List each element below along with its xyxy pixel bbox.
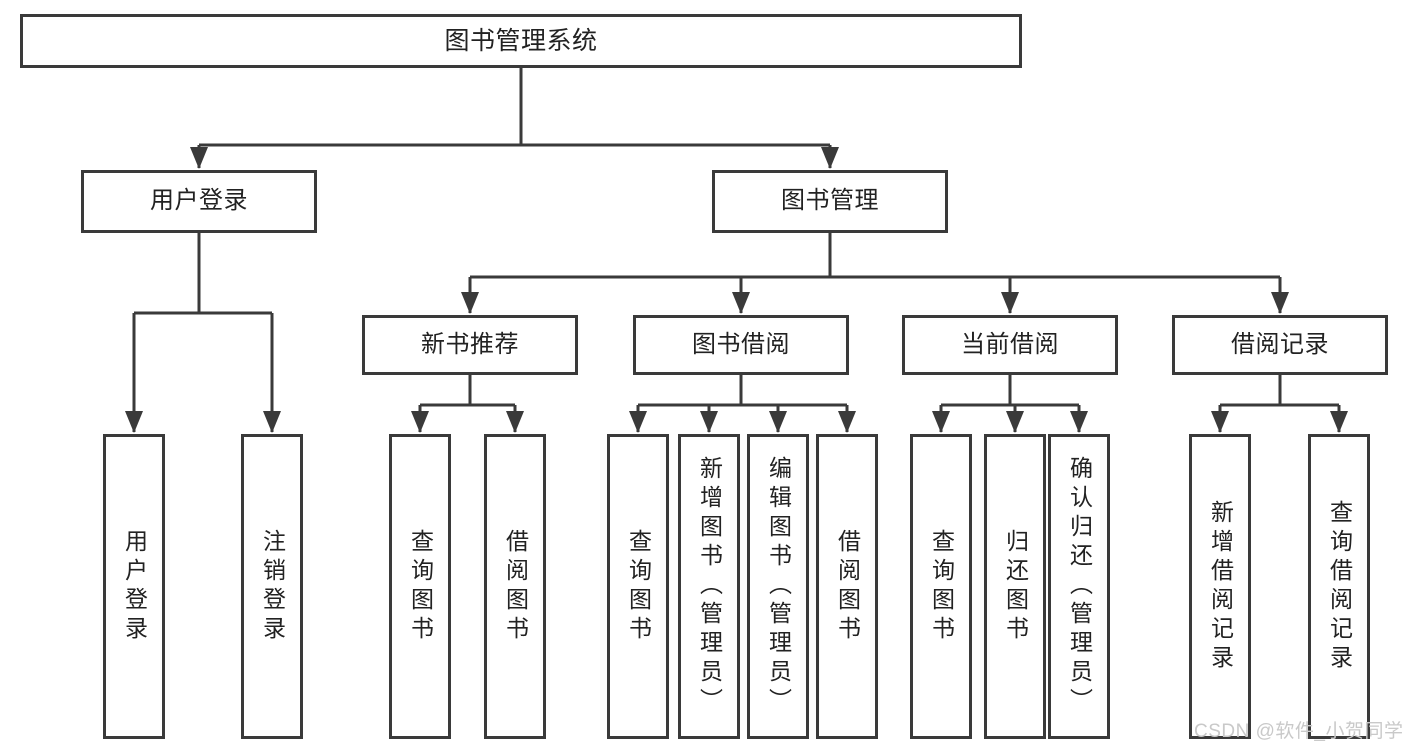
node-leaf-borrow-book-1[interactable]: 借阅图书	[484, 434, 546, 739]
node-current-borrow[interactable]: 当前借阅	[902, 315, 1118, 375]
node-label: 新增借阅记录	[1207, 499, 1234, 674]
node-leaf-return-book[interactable]: 归还图书	[984, 434, 1046, 739]
csdn-watermark: CSDN @软件_小贺同学	[1194, 721, 1404, 742]
node-leaf-query-book-1[interactable]: 查询图书	[389, 434, 451, 739]
node-label: 查询图书	[625, 528, 652, 645]
node-label: 注销登录	[259, 528, 286, 645]
node-label: 借阅图书	[502, 528, 529, 645]
node-book-management[interactable]: 图书管理	[712, 170, 948, 233]
node-leaf-user-login[interactable]: 用户登录	[103, 434, 165, 739]
node-label: 图书管理	[781, 187, 879, 215]
node-leaf-query-book-2[interactable]: 查询图书	[607, 434, 669, 739]
node-label: 当前借阅	[961, 330, 1059, 358]
node-user-login[interactable]: 用户登录	[81, 170, 317, 233]
node-label: 图书管理系统	[444, 27, 598, 55]
node-label: 借阅记录	[1231, 330, 1329, 358]
node-label: 编辑图书（管理员）	[765, 456, 792, 717]
node-label: 用户登录	[150, 187, 248, 215]
node-leaf-query-borrow-record[interactable]: 查询借阅记录	[1308, 434, 1370, 739]
node-leaf-edit-book-admin[interactable]: 编辑图书（管理员）	[747, 434, 809, 739]
node-book-borrow[interactable]: 图书借阅	[633, 315, 849, 375]
node-new-book-recommend[interactable]: 新书推荐	[362, 315, 578, 375]
node-leaf-borrow-book-2[interactable]: 借阅图书	[816, 434, 878, 739]
node-book-management-system[interactable]: 图书管理系统	[20, 14, 1022, 68]
node-label: 用户登录	[121, 528, 148, 645]
node-leaf-add-borrow-record[interactable]: 新增借阅记录	[1189, 434, 1251, 739]
node-leaf-confirm-return-admin[interactable]: 确认归还（管理员）	[1048, 434, 1110, 739]
node-leaf-user-logout[interactable]: 注销登录	[241, 434, 303, 739]
node-label: 查询图书	[407, 528, 434, 645]
node-borrow-record[interactable]: 借阅记录	[1172, 315, 1388, 375]
node-label: 查询图书	[928, 528, 955, 645]
node-label: 查询借阅记录	[1326, 499, 1353, 674]
node-leaf-add-book-admin[interactable]: 新增图书（管理员）	[678, 434, 740, 739]
node-label: 借阅图书	[834, 528, 861, 645]
node-leaf-query-book-3[interactable]: 查询图书	[910, 434, 972, 739]
node-label: 图书借阅	[692, 330, 790, 358]
node-label: 归还图书	[1002, 528, 1029, 645]
node-label: 新书推荐	[421, 330, 519, 358]
node-label: 确认归还（管理员）	[1066, 456, 1093, 717]
node-label: 新增图书（管理员）	[696, 456, 723, 717]
